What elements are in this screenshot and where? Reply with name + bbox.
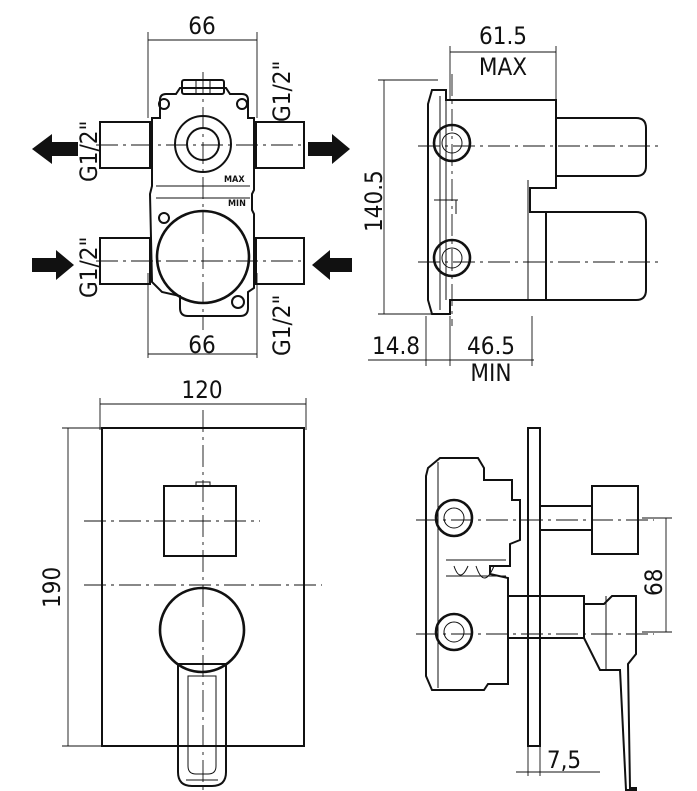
label-thread-out-right: G1/2" bbox=[268, 61, 296, 122]
label-thread-in-left: G1/2" bbox=[75, 237, 103, 298]
arrow-out-right-icon bbox=[308, 134, 350, 164]
label-thread-out-left: G1/2" bbox=[75, 121, 103, 182]
label-thread-in-right: G1/2" bbox=[268, 295, 296, 356]
label-side-max: MAX bbox=[479, 53, 527, 81]
body-mark-max: MAX bbox=[224, 175, 245, 185]
label-handle-offset: 68 bbox=[640, 569, 668, 596]
valve-side-view: 140.5 61.5 MAX 14.8 46.5 MIN bbox=[360, 22, 658, 387]
label-bottom-width: 66 bbox=[188, 331, 215, 359]
cover-plate-front-view: 120 190 bbox=[38, 376, 322, 790]
label-plate-height: 190 bbox=[38, 567, 66, 608]
arrow-out-left-icon bbox=[32, 134, 78, 164]
body-mark-min: MIN bbox=[228, 199, 246, 209]
label-side-height: 140.5 bbox=[360, 170, 388, 232]
label-side-wall: 14.8 bbox=[372, 332, 420, 360]
label-plate-thickness: 7,5 bbox=[547, 746, 581, 774]
label-side-max-value: 61.5 bbox=[479, 22, 527, 50]
valve-front-view: MAX MIN 66 66 G1/2" G1/2" G1/2" G1/2" bbox=[32, 12, 352, 359]
arrow-in-left-icon bbox=[32, 250, 74, 280]
label-plate-width: 120 bbox=[181, 376, 222, 404]
label-side-min: MIN bbox=[470, 359, 511, 387]
label-top-width: 66 bbox=[188, 12, 215, 40]
arrow-in-right-icon bbox=[312, 250, 352, 280]
assembly-side-view: 68 7,5 bbox=[416, 427, 672, 791]
label-side-min-value: 46.5 bbox=[467, 332, 515, 360]
